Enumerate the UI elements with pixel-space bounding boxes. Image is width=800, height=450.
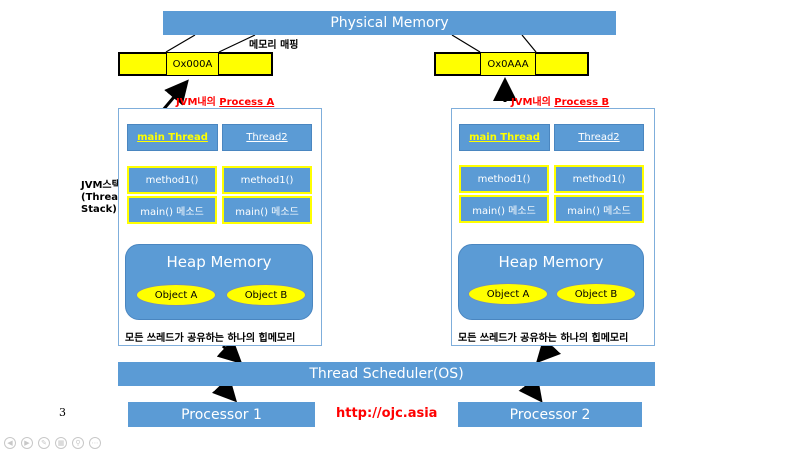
mapping-line xyxy=(218,34,256,53)
process-b-label-name: Process B xyxy=(554,97,610,108)
process-b-object-b: Object B xyxy=(556,283,636,305)
process-a-label-name: Process A xyxy=(219,97,275,108)
process-b-main-thread: main Thread xyxy=(459,124,550,151)
process-b-to-scheduler-arrow xyxy=(535,337,562,364)
processor-1: Processor 1 xyxy=(128,402,315,427)
process-b-thread2: Thread2 xyxy=(554,124,644,151)
next-icon[interactable]: ▶ xyxy=(21,437,33,449)
thread-scheduler: Thread Scheduler(OS) xyxy=(118,362,655,386)
slide-nav-bar: ◀ ▶ ✎ ▦ ⚲ ⋯ xyxy=(4,437,101,449)
mapping-line xyxy=(451,34,481,53)
mapping-line xyxy=(165,34,196,53)
process-b-label-prefix: JVM내의 xyxy=(511,97,555,108)
jvm-stack-label: JVM스택 (Thread Stack) xyxy=(81,180,126,215)
scheduler-to-processor-2-arrow xyxy=(518,376,543,403)
process-a-main-thread: main Thread xyxy=(127,124,218,151)
process-b-main-stack-main: main() 메소드 xyxy=(459,195,549,223)
pen-icon[interactable]: ✎ xyxy=(38,437,50,449)
process-b-thread2-stack-main: main() 메소드 xyxy=(554,195,644,223)
address-a: Ox000A xyxy=(166,52,219,76)
process-b-label: JVM내의 Process B xyxy=(511,93,609,108)
process-a-object-b: Object B xyxy=(226,284,306,306)
process-a-main-stack-main: main() 메소드 xyxy=(127,196,217,224)
process-a-heap-memory: Heap Memory xyxy=(125,244,313,320)
process-a-main-stack-method1: method1() xyxy=(127,166,217,194)
process-b-shared-heap-caption: 모든 쓰레드가 공유하는 하나의 힙메모리 xyxy=(458,333,629,344)
process-a-heap-title: Heap Memory xyxy=(166,253,272,271)
process-a-to-scheduler-arrow xyxy=(216,338,243,365)
processor-2: Processor 2 xyxy=(458,402,642,427)
process-a-to-address-arrow xyxy=(161,79,189,111)
address-b: Ox0AAA xyxy=(480,52,536,76)
process-a-thread2-stack-main: main() 메소드 xyxy=(222,196,312,224)
scheduler-to-processor-1-arrow xyxy=(211,376,238,403)
process-a-object-a: Object A xyxy=(136,284,216,306)
more-icon[interactable]: ⋯ xyxy=(89,437,101,449)
process-a-thread2: Thread2 xyxy=(222,124,312,151)
physical-memory: Physical Memory xyxy=(163,11,616,35)
process-b-heap-title: Heap Memory xyxy=(498,253,604,271)
process-a-label: JVM내의 Process A xyxy=(176,93,274,108)
prev-icon[interactable]: ◀ xyxy=(4,437,16,449)
process-a-thread2-stack-method1: method1() xyxy=(222,166,312,194)
website-link[interactable]: http://ojc.asia xyxy=(336,406,438,421)
memory-mapping-label: 메모리 매핑 xyxy=(249,40,299,51)
mapping-line xyxy=(521,34,537,53)
process-a-label-prefix: JVM내의 xyxy=(176,97,220,108)
page-number: 3 xyxy=(59,406,66,419)
process-b-object-a: Object A xyxy=(468,283,548,305)
zoom-icon[interactable]: ⚲ xyxy=(72,437,84,449)
process-b-thread2-stack-method1: method1() xyxy=(554,165,644,193)
process-a-shared-heap-caption: 모든 쓰레드가 공유하는 하나의 힙메모리 xyxy=(125,333,296,344)
slides-icon[interactable]: ▦ xyxy=(55,437,67,449)
process-b-main-stack-method1: method1() xyxy=(459,165,549,193)
process-b-heap-memory: Heap Memory xyxy=(458,244,644,320)
